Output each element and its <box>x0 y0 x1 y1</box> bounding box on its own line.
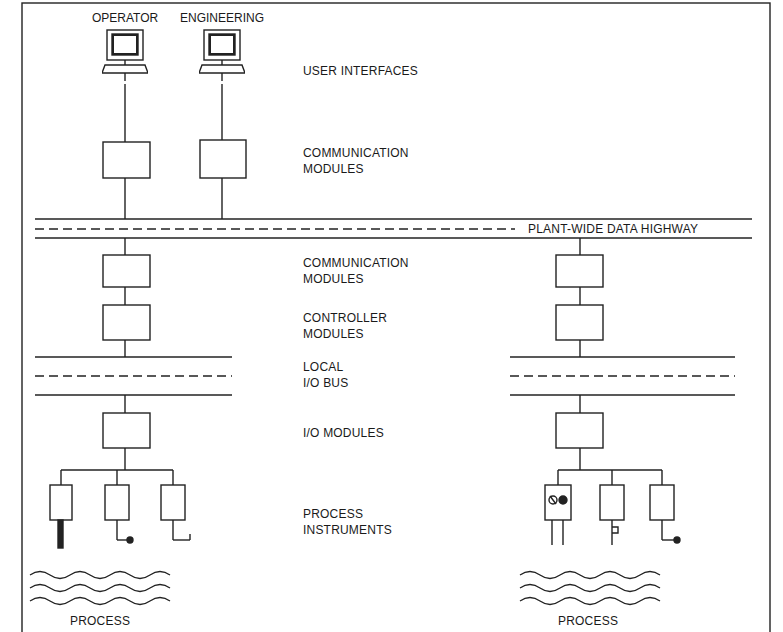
process-label: PROCESS <box>558 613 618 629</box>
process-waves <box>30 572 660 605</box>
controller-module <box>103 305 150 340</box>
level-label: COMMUNICATION MODULES <box>303 145 421 177</box>
level-label: PLANT-WIDE DATA HIGHWAY <box>524 221 702 237</box>
instrument <box>105 485 129 520</box>
level-label: LOCAL I/O BUS <box>303 359 351 391</box>
computer-icon <box>199 29 245 81</box>
io-module <box>103 413 150 448</box>
user-interface: OPERATOR <box>92 11 158 81</box>
level-label: PROCESS INSTRUMENTS <box>303 506 421 538</box>
communication-module <box>103 255 150 287</box>
instrument <box>600 485 624 520</box>
highway-dash <box>35 228 515 229</box>
user-interface: ENGINEERING <box>180 11 264 81</box>
station-name: OPERATOR <box>92 11 158 25</box>
computer-icon <box>102 29 148 81</box>
instrument <box>545 485 571 520</box>
instrument <box>50 485 72 520</box>
station-name: ENGINEERING <box>180 11 264 25</box>
level-label: COMMUNICATION MODULES <box>303 255 421 287</box>
io-module <box>556 413 603 448</box>
highway-line <box>35 237 752 238</box>
instrument <box>650 485 674 520</box>
process-label: PROCESS <box>70 613 130 629</box>
communication-module <box>556 255 603 287</box>
level-label: CONTROLLER MODULES <box>303 310 421 342</box>
communication-module <box>103 142 150 178</box>
highway-line <box>35 218 752 219</box>
instrument <box>161 485 185 520</box>
level-label: USER INTERFACES <box>303 63 418 79</box>
level-label: I/O MODULES <box>303 425 384 441</box>
controller-module <box>556 305 603 340</box>
frame <box>22 3 770 632</box>
communication-module <box>200 140 246 178</box>
